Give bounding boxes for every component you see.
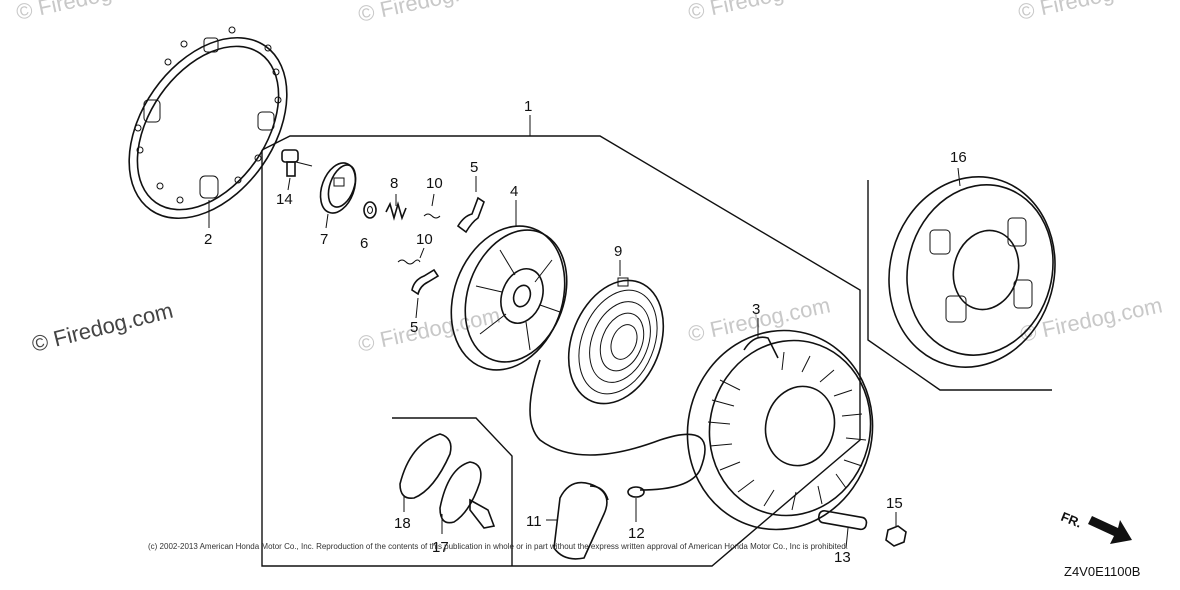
part-number: 4 bbox=[510, 183, 518, 200]
part-number-labels: 1 2 3 4 5 5 6 7 8 9 10 10 11 12 13 14 15… bbox=[204, 98, 967, 566]
watermark-text: © Firedog.com bbox=[14, 0, 161, 25]
handle-group-outline bbox=[392, 417, 513, 566]
flange-nut bbox=[885, 512, 907, 547]
ring-gasket bbox=[128, 26, 288, 228]
cover-group-outline bbox=[867, 180, 1052, 391]
direction-label: FR. bbox=[1059, 509, 1084, 531]
spring bbox=[385, 194, 407, 221]
part-number: 6 bbox=[360, 235, 368, 252]
watermark-text: © Firedog.com bbox=[686, 0, 833, 25]
part-number: 16 bbox=[950, 149, 967, 166]
part-number: 8 bbox=[390, 175, 398, 192]
part-number: 3 bbox=[752, 301, 760, 318]
stay-plate bbox=[817, 509, 868, 549]
part-number: 7 bbox=[320, 231, 328, 248]
watermark-text: © Firedog.com bbox=[356, 0, 503, 27]
handle-left bbox=[399, 433, 452, 512]
part-number: 11 bbox=[526, 513, 542, 530]
watermark-text: © Firedog.com bbox=[1016, 0, 1163, 25]
part-number: 5 bbox=[410, 319, 418, 336]
friction-spring bbox=[397, 193, 441, 265]
watermark-text: © Firedog.com bbox=[356, 302, 503, 357]
part-number: 17 bbox=[432, 539, 449, 556]
part-number: 13 bbox=[834, 549, 851, 566]
handle-right bbox=[439, 461, 496, 534]
washer bbox=[363, 201, 377, 219]
ratchet bbox=[319, 162, 357, 229]
part-number: 14 bbox=[276, 191, 293, 208]
starter-grip bbox=[546, 481, 609, 560]
recoil-spring bbox=[567, 260, 665, 405]
part-number: 5 bbox=[470, 159, 478, 176]
part-number: 10 bbox=[416, 231, 433, 248]
part-number: 9 bbox=[614, 243, 622, 260]
rope-end bbox=[627, 486, 645, 522]
part-number: 12 bbox=[628, 525, 645, 542]
part-number: 15 bbox=[886, 495, 903, 512]
front-direction-arrow-icon: FR. bbox=[1059, 509, 1132, 544]
copyright-notice: (c) 2002-2013 American Honda Motor Co., … bbox=[148, 542, 848, 551]
part-number: 18 bbox=[394, 515, 411, 532]
part-number: 2 bbox=[204, 231, 212, 248]
rope-guide bbox=[411, 176, 485, 319]
watermark-main: © Firedog.com bbox=[29, 298, 175, 357]
diagram-code: Z4V0E1100B bbox=[1064, 564, 1140, 579]
starter-case bbox=[686, 318, 874, 531]
fan-cover bbox=[888, 167, 1056, 368]
starter-reel bbox=[450, 200, 568, 371]
part-number: 10 bbox=[426, 175, 443, 192]
assembly-outline bbox=[261, 135, 861, 567]
starter-rope bbox=[529, 359, 706, 491]
part-number: 1 bbox=[524, 98, 532, 115]
bolt bbox=[281, 149, 313, 191]
